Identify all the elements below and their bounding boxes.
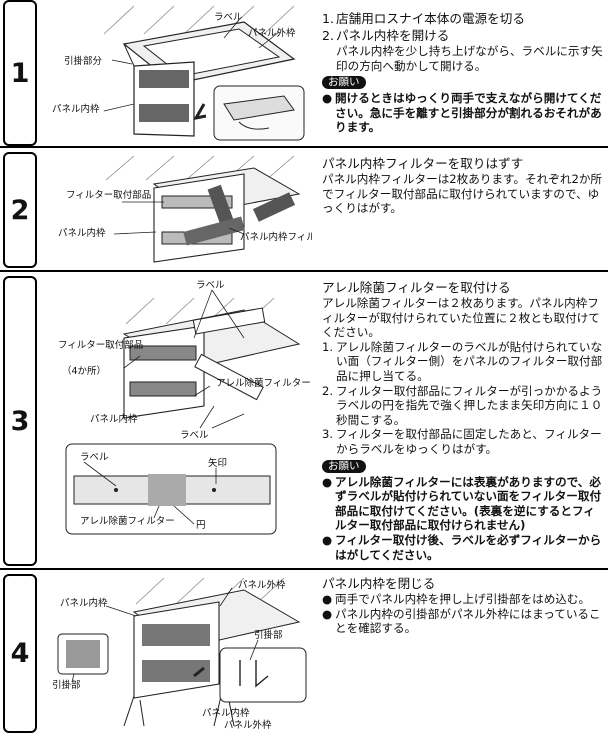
divider	[0, 568, 608, 570]
label-label-bottom: ラベル	[180, 430, 209, 441]
bullet-icon: ●	[322, 474, 333, 489]
section-heading: アレル除菌フィルターを取付ける	[322, 280, 511, 295]
onegai-badge: お願い	[322, 459, 366, 473]
step-number: 3	[10, 405, 30, 437]
label-detail-arrow: 矢印	[208, 457, 227, 469]
label-detail-label: ラベル	[80, 452, 109, 463]
section-body: アレル除菌フィルターは２枚あります。パネル内枠フィルターが取付けられていた位置に…	[322, 296, 600, 340]
step-item: 3. フィルターを取付部品に固定したあと、フィルターからラベルをゆっくりはがす。	[322, 427, 602, 456]
label-hook: 引掛部	[254, 629, 283, 641]
step-number: 2	[10, 194, 30, 226]
section-4: 4 パネル外枠 パネル内枠 引掛部	[0, 574, 608, 733]
label-filter-part: フィルター取付部品	[66, 189, 151, 201]
label-inner-filter: パネル内枠フィルター	[240, 231, 312, 243]
label-panel-inner: パネル内枠	[60, 597, 108, 609]
label-panel-outer-bottom: パネル外枠	[224, 719, 272, 731]
label-hook: 引掛部分	[64, 55, 103, 67]
bullet-icon: ●	[322, 91, 333, 106]
step-item: 2. パネル内枠を開ける	[322, 28, 450, 43]
step-number-box: 4	[3, 574, 37, 733]
section-heading: パネル内枠フィルターを取りはずす	[322, 156, 524, 171]
bullet-icon: ●	[322, 606, 333, 621]
caution-item: ● フィルター取付け後、ラベルを必ずフィルターからはがしてください。	[322, 532, 602, 562]
section-heading: パネル内枠を閉じる	[322, 576, 436, 591]
label-panel-inner-bottom: パネル内枠	[202, 707, 250, 719]
illustration-close-panel: パネル外枠 パネル内枠 引掛部 引掛部 パネル内枠 パネル外枠	[44, 576, 312, 731]
label-panel-inner: パネル内枠	[58, 227, 106, 239]
illustration-attach-allergen-filter: ラベル フィルター取付部品 （4か所） アレル除菌フィルター パネル内枠 ラベル…	[44, 278, 312, 564]
illustration-open-panel: ラベル パネル外枠 引掛部分 パネル内枠	[44, 4, 312, 144]
label-detail-allergen: アレル除菌フィルター	[80, 515, 175, 527]
label-label: ラベル	[214, 12, 243, 23]
bullet-icon: ●	[322, 532, 333, 547]
section-1: 1 ラベル	[0, 0, 608, 146]
step-number: 4	[10, 638, 30, 669]
label-panel-inner: パネル内枠	[52, 103, 100, 115]
section-4-text: パネル内枠を閉じる ● 両手でパネル内枠を押し上げ引掛部をはめ込む。 ● パネル…	[322, 576, 604, 636]
divider	[0, 270, 608, 272]
section-3: 3 ラベル フィルター取付部品 （4か所） アレル除菌フィルター パネル内枠	[0, 276, 608, 566]
label-panel-inner: パネル内枠	[90, 413, 138, 425]
step-number-box: 3	[3, 276, 37, 566]
section-3-text: アレル除菌フィルターを取付ける アレル除菌フィルターは２枚あります。パネル内枠フ…	[322, 280, 604, 562]
step-detail: パネル内枠を少し持ち上げながら、ラベルに示す矢印の方向へ動かして開ける。	[336, 44, 603, 73]
section-2: 2 フィルター取付部品 パネル内枠 パネル内枠フィルター パネル内枠フィルターを…	[0, 152, 608, 268]
label-panel-outer: パネル外枠	[248, 27, 296, 39]
step-item: 2. フィルター取付部品にフィルターが引っかかるようラベルの円を指先で強く押した…	[322, 383, 603, 427]
instruction-item: ● パネル内枠の引掛部がパネル外枠にはまっていることを確認する。	[322, 606, 601, 636]
label-panel-outer: パネル外枠	[238, 579, 286, 591]
caution-item: ● 開けるときはゆっくり両手で支えながら開けてください。急に手を離すと引掛部分が…	[322, 91, 602, 135]
section-2-text: パネル内枠フィルターを取りはずす パネル内枠フィルターは2枚あります。それぞれ2…	[322, 156, 604, 216]
label-allergen-filter: アレル除菌フィルター	[216, 377, 311, 389]
section-body: パネル内枠フィルターは2枚あります。それぞれ2か所でフィルター取付部品に取付けら…	[322, 172, 603, 216]
instruction-item: ● 両手でパネル内枠を押し上げ引掛部をはめ込む。	[322, 592, 591, 606]
section-1-text: 1. 店舗用ロスナイ本体の電源を切る 2. パネル内枠を開ける パネル内枠を少し…	[322, 10, 604, 135]
label-filter-part-note: （4か所）	[62, 365, 106, 377]
step-item: 1. 店舗用ロスナイ本体の電源を切る	[322, 11, 525, 26]
step-item: 1. アレル除菌フィルターのラベルが貼付けられていない面（フィルター側）をパネル…	[322, 339, 603, 383]
label-hook-left: 引掛部	[52, 679, 81, 691]
step-number: 1	[10, 57, 30, 89]
label-detail-circle: 円	[196, 520, 206, 531]
step-number-box: 2	[3, 152, 37, 268]
onegai-badge: お願い	[322, 76, 366, 90]
label-label-top: ラベル	[196, 280, 225, 291]
label-filter-part: フィルター取付部品	[58, 339, 143, 351]
caution-item: ● アレル除菌フィルターには表裏がありますので、必ずラベルが貼付けられていない面…	[322, 474, 602, 533]
step-number-box: 1	[3, 0, 37, 146]
bullet-icon: ●	[322, 592, 333, 606]
divider	[0, 146, 608, 148]
illustration-remove-filter: フィルター取付部品 パネル内枠 パネル内枠フィルター	[44, 154, 312, 266]
